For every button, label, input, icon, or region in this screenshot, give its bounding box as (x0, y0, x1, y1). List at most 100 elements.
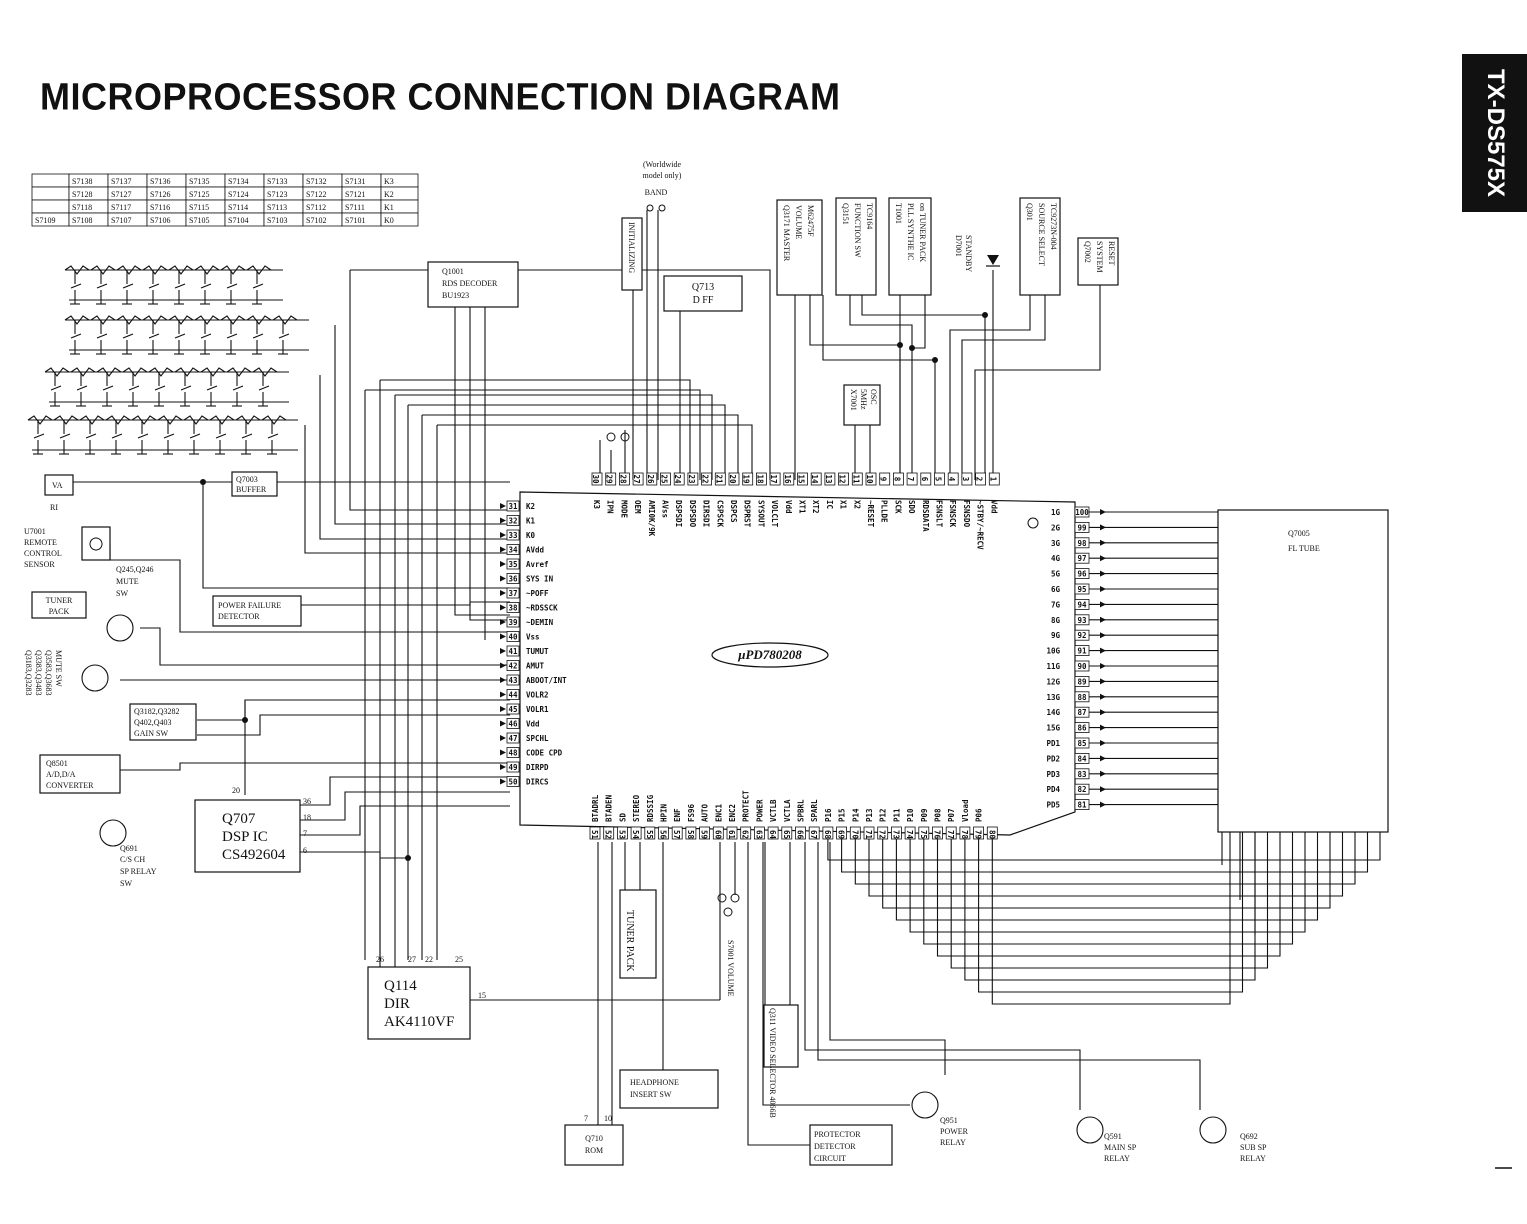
pin-number: 28 (618, 474, 627, 484)
pin-name: SPARL (810, 799, 819, 822)
pin-name: Avref (526, 560, 549, 569)
dir-box (367, 966, 471, 1040)
pin-name: Vload (961, 799, 970, 822)
pin-name: 3G (1051, 539, 1061, 548)
dff-box (663, 275, 743, 312)
svg-text:Q7003: Q7003 (236, 475, 258, 484)
pin-number: 94 (1077, 600, 1087, 609)
chip-name: μPD780208 (737, 647, 802, 662)
svg-text:POWER FAILURE: POWER FAILURE (218, 601, 281, 610)
pin-name: AMUT (526, 662, 545, 671)
pin-number: 31 (508, 502, 518, 511)
svg-text:DIR: DIR (384, 996, 410, 1012)
key-matrix-cell: K1 (384, 203, 394, 212)
svg-text:on TUNER PACK: on TUNER PACK (918, 203, 927, 262)
pin-number: 22 (701, 474, 710, 483)
svg-text:RELAY: RELAY (940, 1138, 966, 1147)
key-matrix-cell: S7137 (111, 177, 131, 186)
osc-box (843, 384, 881, 426)
svg-text:PLL SYNTHE IC: PLL SYNTHE IC (906, 203, 915, 260)
pin-name: XT2 (811, 500, 820, 514)
svg-text:D7001: D7001 (954, 235, 963, 257)
transistor-icon (81, 664, 109, 692)
svg-text:SUB SP: SUB SP (1240, 1143, 1267, 1152)
svg-text:RI: RI (50, 503, 58, 512)
pin-number: 51 (590, 830, 599, 840)
pin-name: DIRCS (526, 778, 549, 787)
pin-number: 26 (646, 474, 655, 484)
pin-name: P12 (879, 808, 888, 822)
key-matrix-cell: S7126 (150, 190, 170, 199)
band-label: BAND (645, 188, 668, 197)
pin-name: VCTLB (769, 799, 778, 822)
rds-decoder-box (427, 261, 519, 308)
pin-name: P11 (892, 808, 901, 822)
pin-number: 10 (865, 474, 874, 484)
svg-text:SENSOR: SENSOR (24, 560, 55, 569)
pin-name: PD3 (1046, 770, 1060, 779)
svg-text:26: 26 (376, 955, 384, 964)
pin-number: 29 (605, 474, 614, 484)
pin-number: 76 (933, 830, 942, 840)
pin-number: 57 (672, 830, 681, 839)
pin-name: VOLCLT (770, 500, 779, 528)
key-matrix-cell: S7132 (306, 177, 326, 186)
pin-number: 16 (783, 474, 792, 484)
pin-number: 21 (714, 474, 723, 484)
pin-name: K1 (526, 517, 536, 526)
pin-number: 92 (1077, 631, 1086, 640)
initializing-label: INITIALIZING (627, 222, 636, 273)
pin-number: 71 (864, 830, 873, 840)
fl-tube-label-1: Q7005 (1288, 529, 1310, 538)
svg-text:Q301: Q301 (1025, 203, 1034, 221)
svg-text:STANDBY: STANDBY (964, 235, 973, 272)
pin-number: 1 (988, 477, 997, 482)
key-matrix-cell: S7122 (306, 190, 326, 199)
svg-text:MUTE SW: MUTE SW (54, 650, 63, 687)
pin-name: FS96 (687, 803, 696, 822)
pin-number: 41 (508, 647, 518, 656)
video-selector-box (763, 1004, 799, 1068)
initializing-box (621, 217, 643, 291)
rom-box (564, 1124, 624, 1166)
key-matrix-cell: S7136 (150, 177, 170, 186)
svg-text:15: 15 (478, 991, 486, 1000)
pin-number: 80 (987, 830, 996, 840)
svg-text:VOLUME: VOLUME (794, 205, 803, 239)
svg-text:5MHz: 5MHz (859, 389, 868, 410)
key-matrix-cell: S7128 (72, 190, 92, 199)
svg-text:20: 20 (232, 786, 240, 795)
pin-number: 27 (632, 474, 641, 483)
pin-name: OEM (633, 500, 642, 514)
svg-text:27: 27 (408, 955, 416, 964)
svg-text:Q713: Q713 (692, 282, 714, 293)
pin-name: XT1 (798, 500, 807, 514)
pin-number: 95 (1077, 585, 1086, 594)
svg-text:MUTE: MUTE (116, 577, 139, 586)
svg-text:RESET: RESET (1107, 241, 1116, 266)
svg-text:POWER: POWER (940, 1127, 969, 1136)
pin-name: P15 (838, 808, 847, 822)
svg-text:TC9164: TC9164 (865, 203, 874, 229)
pin-name: SDO (907, 500, 916, 514)
svg-text:RDS DECODER: RDS DECODER (442, 279, 498, 288)
protector-box (809, 1124, 893, 1166)
key-matrix-cell: S7117 (111, 203, 131, 212)
pin-name: X2 (852, 500, 861, 509)
chip-label-ellipse (711, 642, 829, 668)
pin-name: RDSSIG (646, 794, 655, 822)
pin-name: AVss (661, 500, 670, 518)
svg-text:INSERT SW: INSERT SW (630, 1090, 672, 1099)
pin-number: 35 (508, 560, 517, 569)
pin-number: 73 (891, 830, 900, 840)
svg-text:Q8501: Q8501 (46, 759, 68, 768)
pin-number: 18 (755, 474, 764, 484)
key-matrix-cell: S7123 (267, 190, 287, 199)
pin-number: 56 (659, 830, 668, 840)
pin-number: 20 (728, 474, 737, 484)
pin-name: POWER (755, 799, 764, 822)
pin-number: 74 (905, 830, 914, 840)
buffer-box (231, 471, 278, 497)
pin-number: 39 (508, 618, 518, 627)
